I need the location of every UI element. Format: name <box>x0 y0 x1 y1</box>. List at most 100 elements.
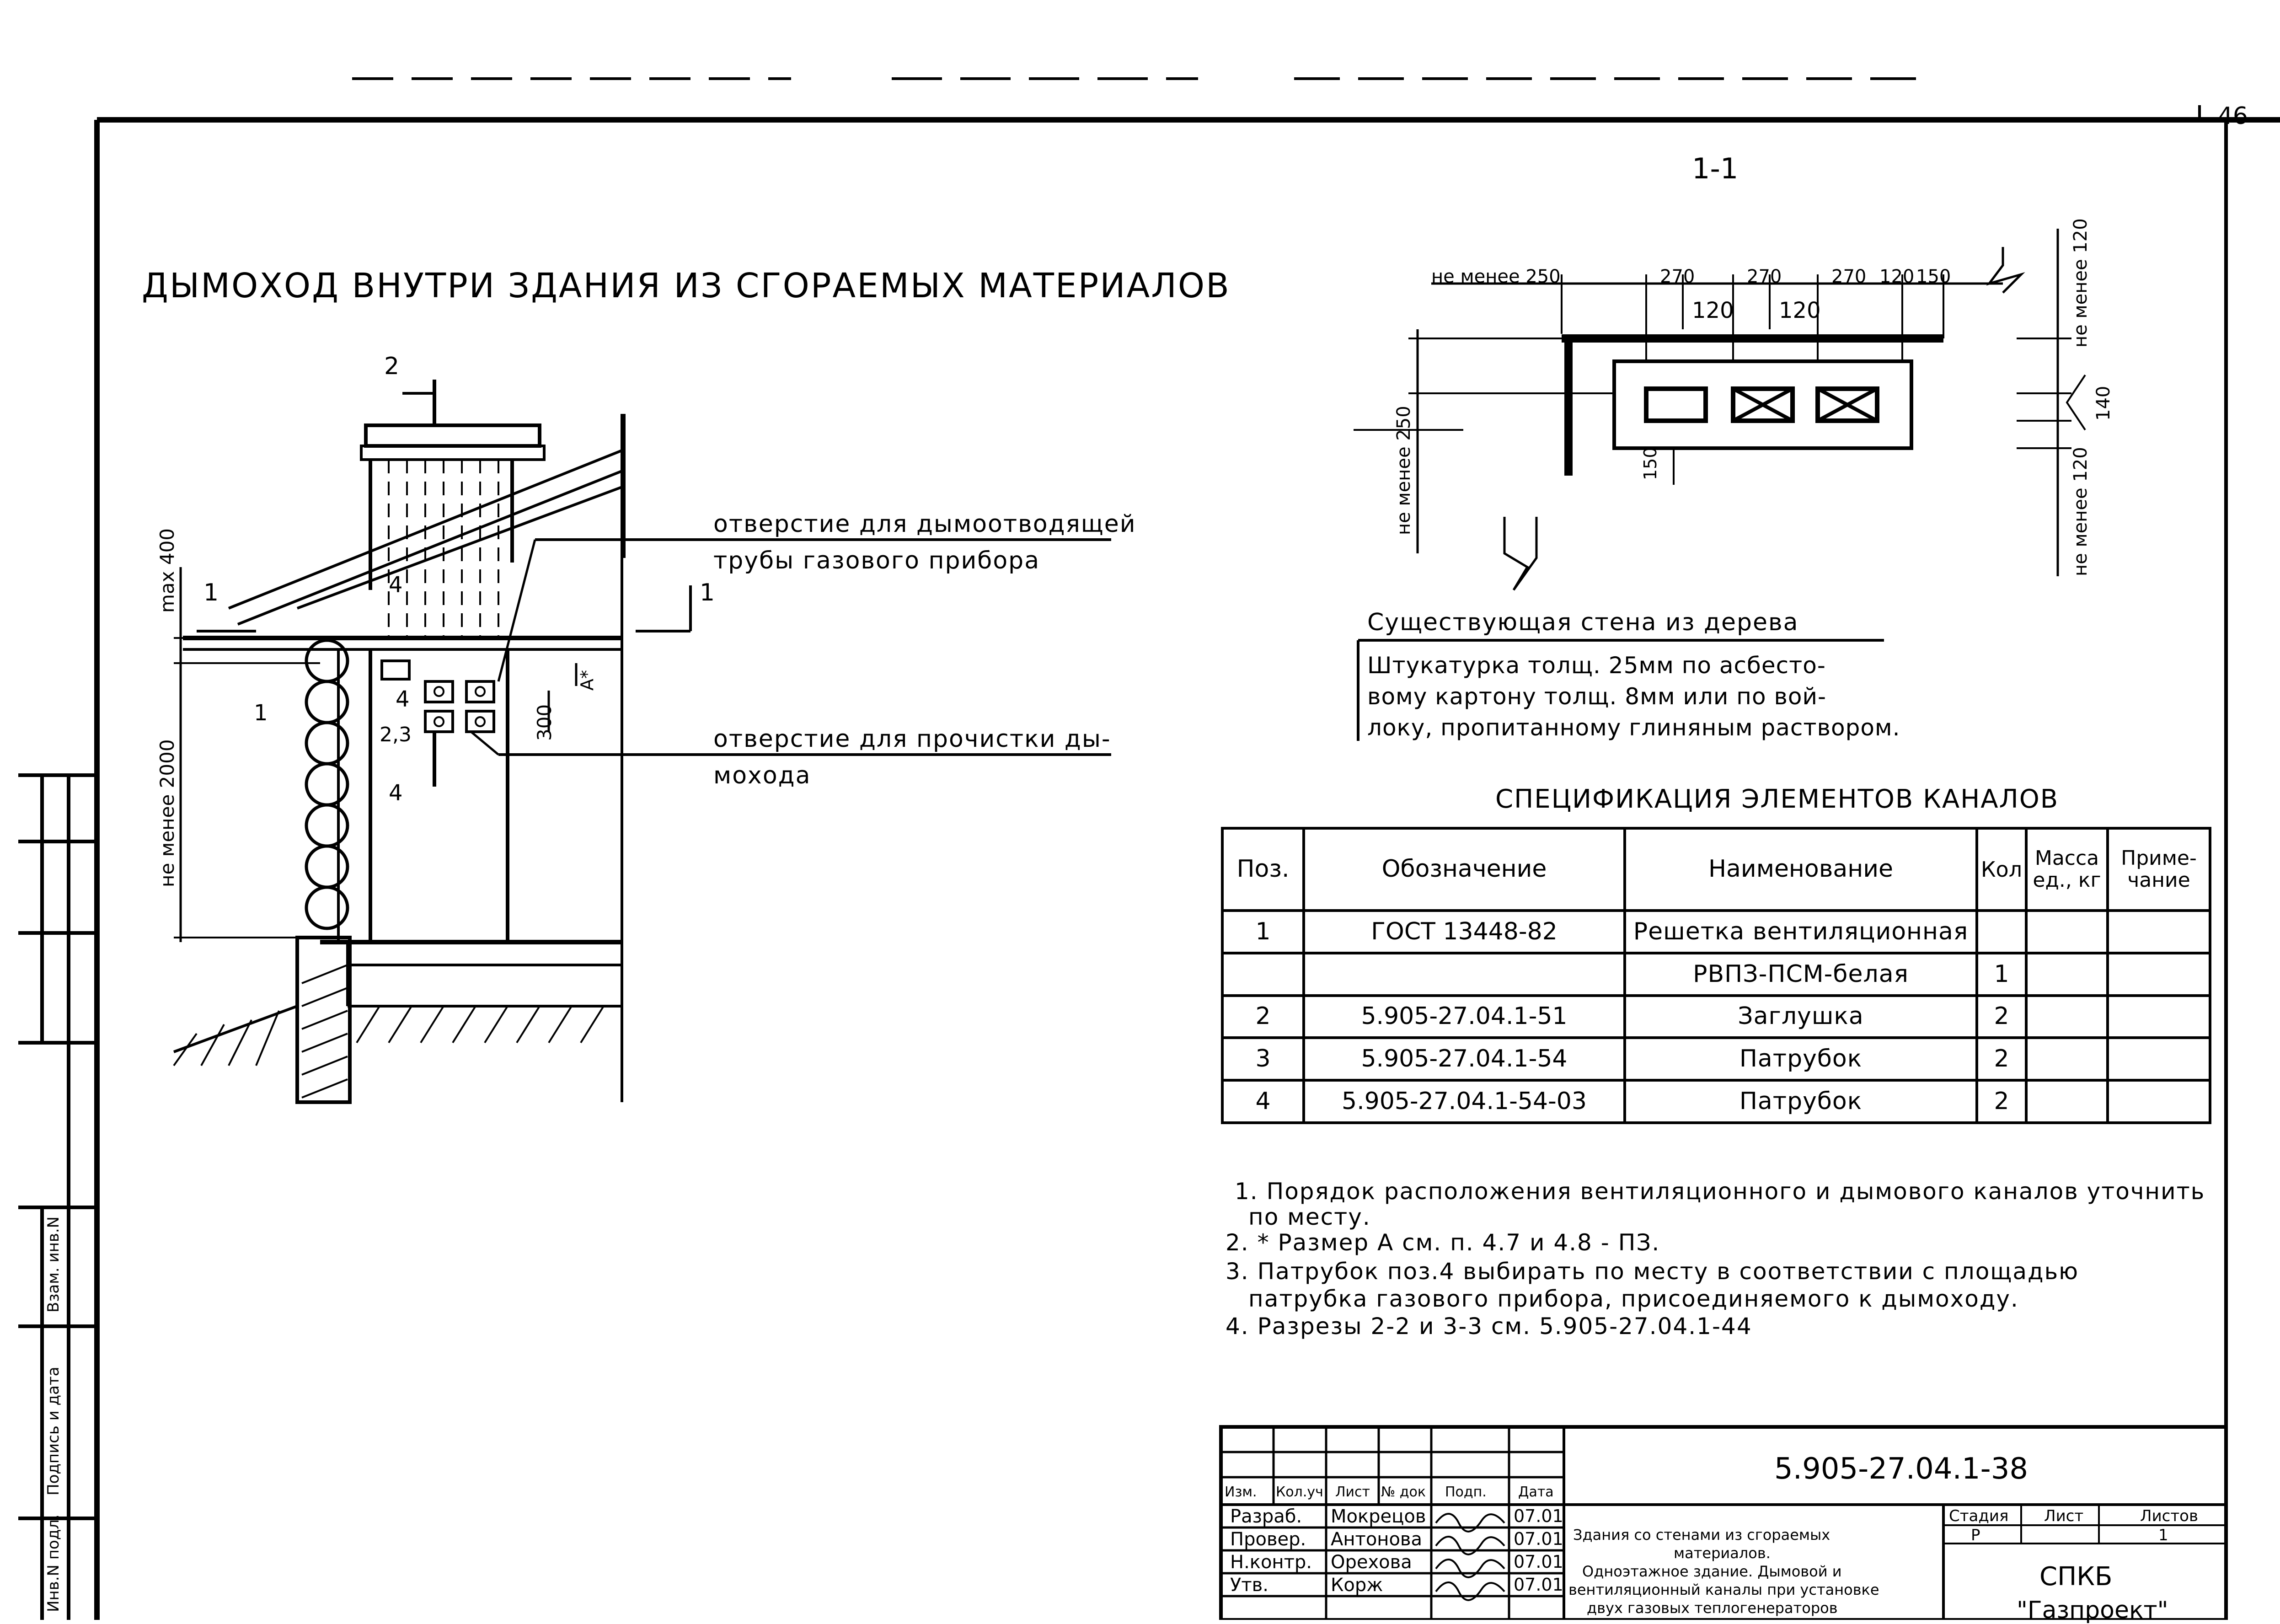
spec-cell-name: Решетка вентиляционная <box>1623 909 1978 954</box>
spec-cell-note <box>2106 1036 2211 1082</box>
spec-row: 3 5.905-27.04.1-54 Патрубок 2 <box>1221 1036 2211 1082</box>
stamp-name: Антонова <box>1331 1529 1422 1550</box>
spec-cell-mass <box>2025 1036 2109 1082</box>
note-3-line1: 3. Патрубок поз.4 выбирать по месту в со… <box>1226 1258 2079 1285</box>
sheet-frame <box>94 105 2280 1620</box>
spec-cell-mass <box>2025 951 2109 997</box>
sheet-number: 46 <box>2217 102 2248 130</box>
spec-row: 2 5.905-27.04.1-51 Заглушка 2 <box>1221 994 2211 1040</box>
plan-dim-left-min-250: не менее 250 <box>1393 406 1414 535</box>
spec-header-pos: Поз. <box>1221 827 1305 912</box>
stamp-name: Мокрецов <box>1331 1506 1426 1527</box>
spec-header-row: Поз. Обозначение Наименование Кол Масса … <box>1221 827 2211 912</box>
spec-header-code: Обозначение <box>1302 827 1626 912</box>
stamp-col-date: Дата <box>1518 1484 1554 1500</box>
stamp-desc-line1: Здания со стенами из сгораемых <box>1573 1526 1830 1544</box>
spec-header-mass: Масса ед., кг <box>2025 827 2109 912</box>
stamp-col-podp: Подп. <box>1445 1484 1487 1500</box>
stamp-desc-line5: двух газовых теплогенераторов <box>1587 1599 1838 1617</box>
spec-cell-code <box>1302 951 1626 997</box>
stamp-desc-line2: материалов. <box>1674 1544 1771 1562</box>
spec-cell-pos: 4 <box>1221 1079 1305 1124</box>
stamp-col-izm: Изм. <box>1225 1484 1257 1500</box>
stamp-org-line1: СПКБ <box>2039 1562 2113 1592</box>
stamp-role: Н.контр. <box>1230 1552 1312 1573</box>
plan-dim-inner-120-b: 120 <box>1779 298 1821 323</box>
spec-cell-pos: 2 <box>1221 994 1305 1040</box>
plan-dim-150-vertical: 150 <box>1640 447 1660 480</box>
spec-cell-qty: 1 <box>1975 951 2028 997</box>
spec-cell-mass <box>2025 994 2109 1040</box>
plan-dim-right-min-120-top: не менее 120 <box>2070 218 2091 348</box>
title-block-grid <box>1219 1425 2228 1620</box>
spec-header-qty: Кол <box>1975 827 2028 912</box>
dim-a: A* <box>577 670 597 691</box>
spec-cell-name: Заглушка <box>1623 994 1978 1040</box>
callout-flue-opening-line2: трубы газового прибора <box>713 547 1040 574</box>
plan-dim-right-min-120-bottom: не менее 120 <box>2070 447 2091 576</box>
plaster-note-line2: вому картону толщ. 8мм или по вой- <box>1367 683 1827 710</box>
spec-table: Поз. Обозначение Наименование Кол Масса … <box>1221 827 2211 1124</box>
wall-label: Существующая стена из дерева <box>1367 609 1799 636</box>
stamp-name: Корж <box>1331 1575 1383 1596</box>
stamp-role: Провер. <box>1230 1529 1306 1550</box>
spec-cell-code: 5.905-27.04.1-54 <box>1302 1036 1626 1082</box>
dim-min-2000: не менее 2000 <box>156 739 178 887</box>
side-stamp-vzam-inv: Взам. инв.N <box>44 1216 63 1313</box>
note-1-line2: по месту. <box>1248 1204 1371 1230</box>
mark-4-mid: 4 <box>396 686 410 712</box>
stamp-date: 07.01 <box>1514 1552 1563 1572</box>
plan-dim-270-a: 270 <box>1660 266 1695 287</box>
spec-header-note: Приме- чание <box>2106 827 2211 912</box>
stamp-sheet-label: Лист <box>2044 1507 2084 1525</box>
plaster-note-line1: Штукатурка толщ. 25мм по асбесто- <box>1367 652 1826 679</box>
spec-cell-qty: 2 <box>1975 1079 2028 1124</box>
side-stamp-grid <box>18 773 97 1620</box>
stamp-col-ndoc: № док <box>1381 1484 1426 1500</box>
spec-cell-name: РВПЗ-ПСМ-белая <box>1623 951 1978 997</box>
spec-cell-mass <box>2025 909 2109 954</box>
plan-dim-270-c: 270 <box>1831 266 1867 287</box>
stamp-org-line2: "Газпроект" <box>2017 1597 2168 1624</box>
signatures <box>1435 1513 1505 1601</box>
stamp-date: 07.01 <box>1514 1575 1563 1595</box>
spec-cell-note <box>2106 951 2211 997</box>
spec-cell-pos: 1 <box>1221 909 1305 954</box>
spec-row: 1 ГОСТ 13448-82 Решетка вентиляционная <box>1221 909 2211 954</box>
stamp-role: Утв. <box>1230 1575 1268 1596</box>
plaster-note-line3: локу, пропитанному глиняным раствором. <box>1367 714 1900 741</box>
stamp-col-list: Лист <box>1335 1484 1370 1500</box>
note-3-line2: патрубка газового прибора, присоединяемо… <box>1248 1286 2019 1312</box>
spec-cell-note <box>2106 1079 2211 1124</box>
callout-flue-opening-line1: отверстие для дымоотводящей <box>713 510 1136 538</box>
spec-cell-pos: 3 <box>1221 1036 1305 1082</box>
stamp-stage-value: Р <box>1971 1526 1980 1544</box>
spec-cell-qty: 2 <box>1975 994 2028 1040</box>
stamp-sheets-label: Листов <box>2140 1507 2199 1525</box>
dim-300: 300 <box>533 704 556 741</box>
spec-row: РВПЗ-ПСМ-белая 1 <box>1221 951 2211 997</box>
section-title: 1-1 <box>1692 152 1739 185</box>
side-stamp-inv-podl: Инв.N подл. <box>44 1514 63 1612</box>
stamp-col-koluch: Кол.уч <box>1276 1484 1323 1500</box>
stamp-sheets-value: 1 <box>2158 1526 2168 1544</box>
stamp-desc-line4: вентиляционный каналы при установке <box>1568 1581 1879 1598</box>
mark-1: 1 <box>254 700 268 726</box>
cut-mark-right: 1 <box>700 579 715 606</box>
spec-cell-qty: 2 <box>1975 1036 2028 1082</box>
stamp-desc-line3: Одноэтажное здание. Дымовой и <box>1582 1563 1842 1580</box>
plan-dim-150: 150 <box>1916 266 1951 287</box>
callout-cleanout-line2: мохода <box>713 762 811 789</box>
spec-cell-code: 5.905-27.04.1-51 <box>1302 994 1626 1040</box>
mark-4-bottom: 4 <box>389 780 403 806</box>
cut-mark-left: 1 <box>203 579 219 606</box>
plan-drawing <box>1354 229 2086 741</box>
spec-cell-pos <box>1221 951 1305 997</box>
stamp-stage-label: Стадия <box>1949 1507 2009 1525</box>
spec-cell-name: Патрубок <box>1623 1036 1978 1082</box>
side-stamp-sign-date: Подпись и дата <box>44 1367 63 1495</box>
plan-dim-right-140: 140 <box>2093 386 2114 421</box>
plan-dim-inner-120-a: 120 <box>1692 298 1734 323</box>
callout-cleanout-line1: отверстие для прочистки ды- <box>713 725 1111 753</box>
